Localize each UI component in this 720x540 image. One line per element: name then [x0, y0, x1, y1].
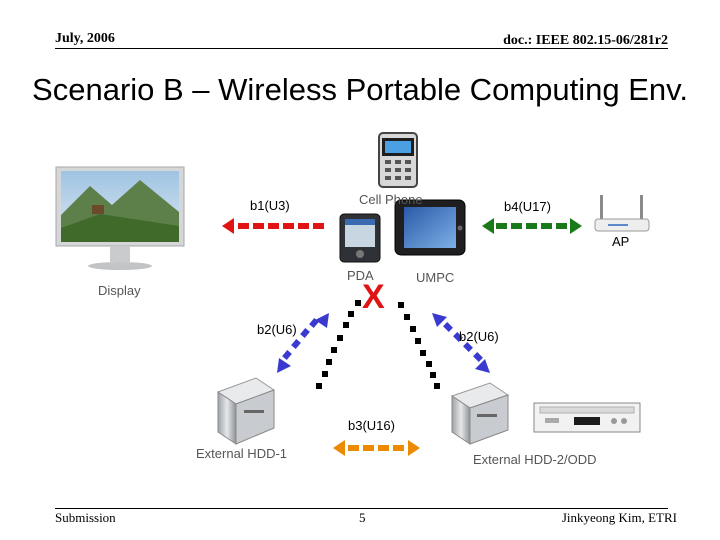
ap-label: AP	[612, 234, 630, 249]
footer-submission: Submission	[55, 510, 116, 525]
b2-left-link-arrow	[277, 313, 329, 373]
b3-link-label: b3(U16)	[348, 418, 395, 433]
header-doc-id: doc.: IEEE 802.15-06/281r2	[503, 33, 668, 48]
b4-link-arrow	[482, 218, 582, 234]
header-rule	[55, 48, 668, 49]
pda-hdd1-dotted-link	[316, 300, 361, 389]
display-label: Display	[98, 283, 141, 298]
cell-phone-label: Cell Phone	[359, 192, 423, 207]
b3-link-arrow	[333, 440, 420, 456]
umpc-label: UMPC	[416, 270, 455, 285]
umpc-hdd2-dotted-link	[398, 302, 440, 389]
hdd1-label: External HDD-1	[196, 446, 288, 461]
access-point-icon	[594, 195, 650, 232]
hdd2-label: External HDD-2/ODD	[473, 452, 597, 467]
footer-author: Jinkyeong Kim, ETRI	[561, 510, 677, 525]
b2-right-link-arrow	[432, 313, 490, 373]
b1-link-arrow	[222, 218, 324, 234]
external-hdd-1-icon	[216, 377, 276, 445]
b4-link-label: b4(U17)	[504, 199, 551, 214]
b2-right-link-label: b2(U6)	[459, 329, 499, 344]
cell-phone-icon	[378, 132, 418, 188]
display-monitor-icon	[55, 166, 185, 270]
slide-title: Scenario B – Wireless Portable Computing…	[32, 72, 688, 107]
b1-link-label: b1(U3)	[250, 198, 290, 213]
footer-page-number: 5	[359, 510, 366, 525]
odd-player-icon	[533, 402, 641, 433]
header-date: July, 2006	[55, 31, 115, 46]
pda-label: PDA	[347, 268, 374, 283]
umpc-icon	[394, 199, 466, 256]
external-hdd-2-icon	[450, 382, 510, 445]
b2-left-link-label: b2(U6)	[257, 322, 297, 337]
pda-icon	[339, 213, 381, 263]
blocked-link-x-icon: X	[362, 278, 385, 316]
